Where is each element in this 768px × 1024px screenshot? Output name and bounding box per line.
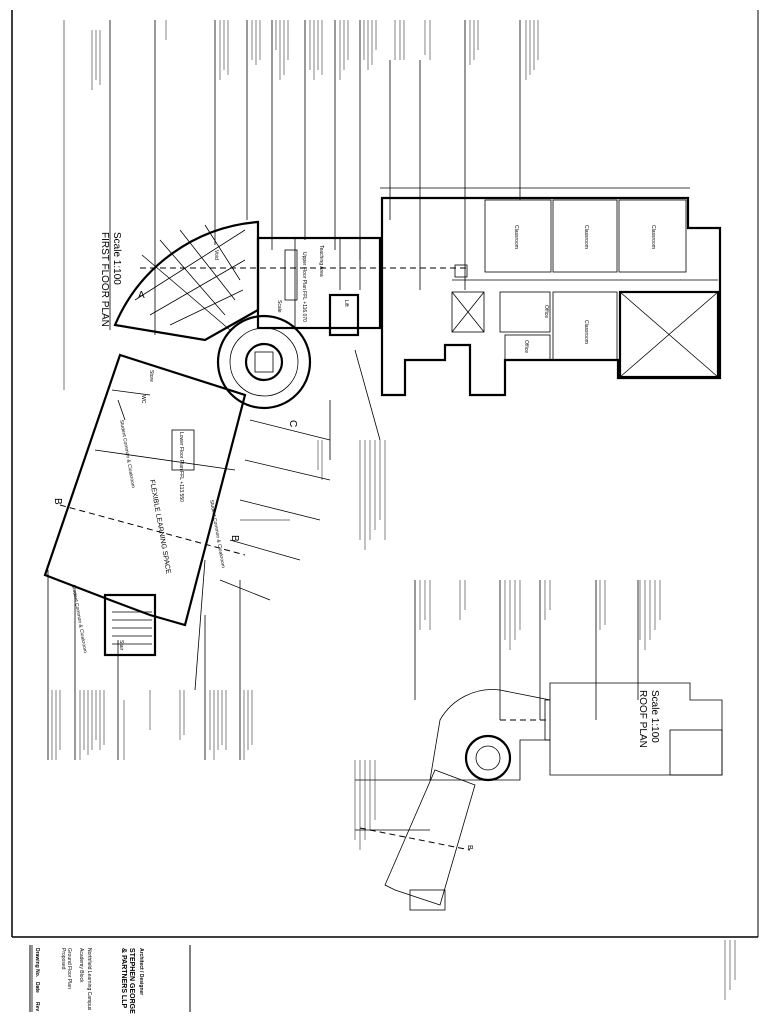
sheet-border [11,10,759,1012]
annotation-note-blocks [51,20,736,1000]
roof-plan-title-text: ROOF PLAN [637,690,648,748]
label-upper-tag: Upper Floor Plan FFL +116.070 [301,252,307,322]
roof-plan [359,682,723,911]
drawing-no-label: Drawing No. [34,948,40,978]
title-block: Architect / Designer STEPHEN GEORGE & PA… [31,945,144,1014]
label-level-tag: Lower Floor Plan FFL +113.550 [178,432,184,502]
existing-block [380,187,722,397]
first-floor-title-text: FIRST FLOOR PLAN [99,232,110,327]
label-teaching: Teaching Area [318,245,324,277]
section-marker-b-left: B [52,498,63,505]
flexible-learning-wing [43,353,331,657]
section-marker-b-right: B [229,535,240,542]
circular-stair [216,314,312,410]
firm-name-line1: STEPHEN GEORGE [128,948,135,1014]
room-label: Office [523,340,529,353]
roof-plan-title: ROOF PLAN Scale 1:100 [637,690,660,748]
label-lift: Lift [343,300,349,307]
drawing-title: Ground Floor Plan [66,948,72,989]
label-scale-note: Scale [276,300,282,313]
room-label: Classroom [650,225,656,249]
rev-label: Rev [34,1002,40,1011]
architect-label: Architect / Designer [138,948,144,995]
label-flexible-learning: FLEXIBLE LEARNING SPACE [148,479,172,575]
label-student-common-2: Student Common & Cloakroom [208,499,226,568]
project-name: Northfield Learning Campus [86,948,92,1011]
existing-room-labels: Classroom Classroom Classroom Classroom … [513,225,656,353]
room-label: Office [543,305,549,318]
room-label: Classroom [513,225,519,249]
drawing-status: Proposed [60,948,66,970]
annotation-leaders [47,20,639,831]
roof-plan-scale-text: Scale 1:100 [649,690,660,743]
section-marker-a: A [138,290,145,301]
building-name: Academy Block [78,948,84,983]
first-floor-title: FIRST FLOOR PLAN Scale 1:100 [99,232,122,327]
label-stair: Stair [118,640,124,651]
firm-name-line2: & PARTNERS LLP [120,948,127,1008]
link-block [140,236,470,337]
label-void: Void [213,250,219,260]
room-label: Classroom [583,320,589,344]
label-student-common-1: Student Common & Cloakroom [70,584,88,653]
lecture-fan-wing [113,220,260,342]
room-label: Classroom [583,225,589,249]
roof-section-marker-b: B [466,845,473,850]
section-marker-c: C [287,420,298,427]
date-label: Date [34,982,40,993]
first-floor-scale-text: Scale 1:100 [111,232,122,285]
label-store: Store [148,370,154,382]
label-wc: WC [140,395,146,404]
